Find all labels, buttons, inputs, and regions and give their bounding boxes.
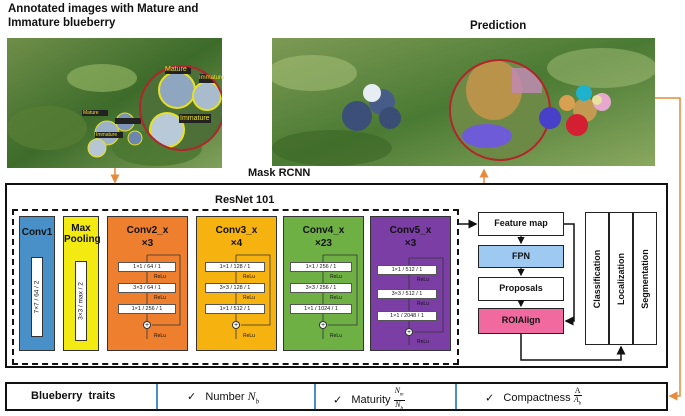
conv4-layer-1: 1×1 / 256 / 1	[290, 262, 352, 272]
max-pooling-block: Max Pooling 3×3 / max / 2	[63, 216, 101, 351]
conv5-relu-out: ReLu	[417, 339, 429, 345]
conv2-relu-1: ReLu	[154, 274, 166, 280]
max-pooling-title: Max Pooling	[64, 223, 101, 245]
conv4-title: Conv4_x	[302, 225, 345, 236]
resnet-title: ResNet 101	[215, 194, 275, 206]
traits-divider-2	[314, 384, 316, 409]
conv4-relu-2: ReLu	[330, 295, 342, 301]
conv3-repeat: ×4	[230, 238, 243, 249]
conv3-relu-out: ReLu	[243, 333, 255, 339]
conv5-relu-1: ReLu	[417, 277, 429, 283]
trait-compactness: ✓ Compactness A Ab	[485, 386, 582, 407]
conv1-title: Conv1	[21, 227, 53, 238]
conv1-layer: 7×7 / 64 / 2	[31, 257, 43, 337]
blueberry-traits-bar: Blueberry traits ✓ Number Nb ✓ Maturity …	[5, 382, 668, 411]
annotated-images-title: Annotated images with Mature and Immatur…	[8, 3, 199, 29]
traits-divider-1	[156, 384, 158, 409]
conv3-relu-1: ReLu	[243, 274, 255, 280]
mask-rcnn-label: Mask RCNN	[248, 167, 311, 179]
conv5-title: Conv5_x	[389, 225, 432, 236]
conv2-repeat: ×3	[141, 238, 154, 249]
conv2-add-node: +	[143, 321, 151, 329]
conv2-block: Conv2_x ×3 1×1 / 64 / 1 ReLu 3×3 / 64 / …	[107, 216, 188, 351]
check-icon: ✓	[333, 394, 343, 407]
conv5-layer-2: 3×3 / 512 / 1	[377, 289, 437, 299]
check-icon: ✓	[485, 392, 495, 405]
maturity-fraction: Nm Nb	[393, 386, 405, 412]
conv4-relu-1: ReLu	[330, 274, 342, 280]
conv4-block: Conv4_x ×23 1×1 / 256 / 1 ReLu 3×3 / 256…	[283, 216, 364, 351]
prediction-title: Prediction	[470, 20, 527, 32]
conv3-layer-2: 3×3 / 128 / 1	[205, 283, 265, 293]
annotation-tag-mature-large: Mature	[165, 66, 187, 73]
conv5-repeat: ×3	[404, 238, 417, 249]
conv1-block: Conv1 7×7 / 64 / 2	[19, 216, 55, 351]
feature-map-box: Feature map	[478, 212, 564, 236]
annotation-tag-immature-large: Immature	[199, 75, 225, 81]
annotation-tag-mature-small: Mature	[83, 110, 99, 116]
conv4-layer-2: 3×3 / 256 / 1	[290, 283, 352, 293]
conv5-shortcut	[408, 257, 444, 345]
classification-head: Classification	[585, 212, 609, 345]
conv2-relu-2: ReLu	[154, 295, 166, 301]
traits-divider-3	[455, 384, 457, 409]
conv3-layer-3: 1×1 / 512 / 1	[205, 304, 265, 314]
conv4-add-node: +	[319, 321, 327, 329]
conv3-add-node: +	[232, 321, 240, 329]
roialign-box: ROIAlign	[478, 308, 564, 334]
traits-label: Blueberry traits	[31, 390, 116, 402]
annotation-tag-immature-bottom: Immature	[180, 115, 210, 122]
mask-rcnn-frame	[5, 183, 668, 368]
conv4-layer-3: 1×1 / 1024 / 1	[290, 304, 352, 314]
conv5-block: Conv5_x ×3 1×1 / 512 / 1 ReLu 3×3 / 512 …	[370, 216, 451, 351]
conv4-repeat: ×23	[315, 238, 332, 249]
conv2-title: Conv2_x	[126, 225, 169, 236]
compactness-fraction: A Ab	[573, 386, 582, 407]
conv2-relu-out: ReLu	[154, 333, 166, 339]
conv2-layer-3: 1×1 / 256 / 1	[118, 304, 176, 314]
max-pooling-layer: 3×3 / max / 2	[75, 261, 87, 341]
conv4-relu-out: ReLu	[330, 333, 342, 339]
fpn-box: FPN	[478, 245, 564, 268]
conv3-layer-1: 1×1 / 128 / 1	[205, 262, 265, 272]
conv3-relu-2: ReLu	[243, 295, 255, 301]
localization-head: Localization	[609, 212, 633, 345]
conv3-shortcut	[235, 254, 271, 339]
conv3-block: Conv3_x ×4 1×1 / 128 / 1 ReLu 3×3 / 128 …	[196, 216, 277, 351]
conv2-layer-1: 1×1 / 64 / 1	[118, 262, 176, 272]
segmentation-head: Segmentation	[633, 212, 657, 345]
prediction-photo	[272, 38, 655, 166]
conv2-layer-2: 3×3 / 64 / 1	[118, 283, 176, 293]
conv5-relu-2: ReLu	[417, 301, 429, 307]
conv4-shortcut	[322, 254, 358, 339]
conv2-shortcut	[146, 254, 181, 339]
conv5-layer-1: 1×1 / 512 / 1	[377, 265, 437, 275]
resnet-frame	[12, 209, 459, 365]
check-icon: ✓	[187, 391, 197, 403]
conv3-title: Conv3_x	[215, 225, 258, 236]
conv5-add-node: +	[405, 328, 413, 336]
conv5-layer-3: 1×1 / 2048 / 1	[377, 311, 437, 321]
trait-maturity: ✓ Maturity Nm Nb	[333, 386, 405, 412]
annotated-photo	[7, 38, 222, 168]
trait-number: ✓ Number Nb	[187, 389, 260, 406]
annotation-tag-immature-small: Immature	[96, 132, 118, 138]
